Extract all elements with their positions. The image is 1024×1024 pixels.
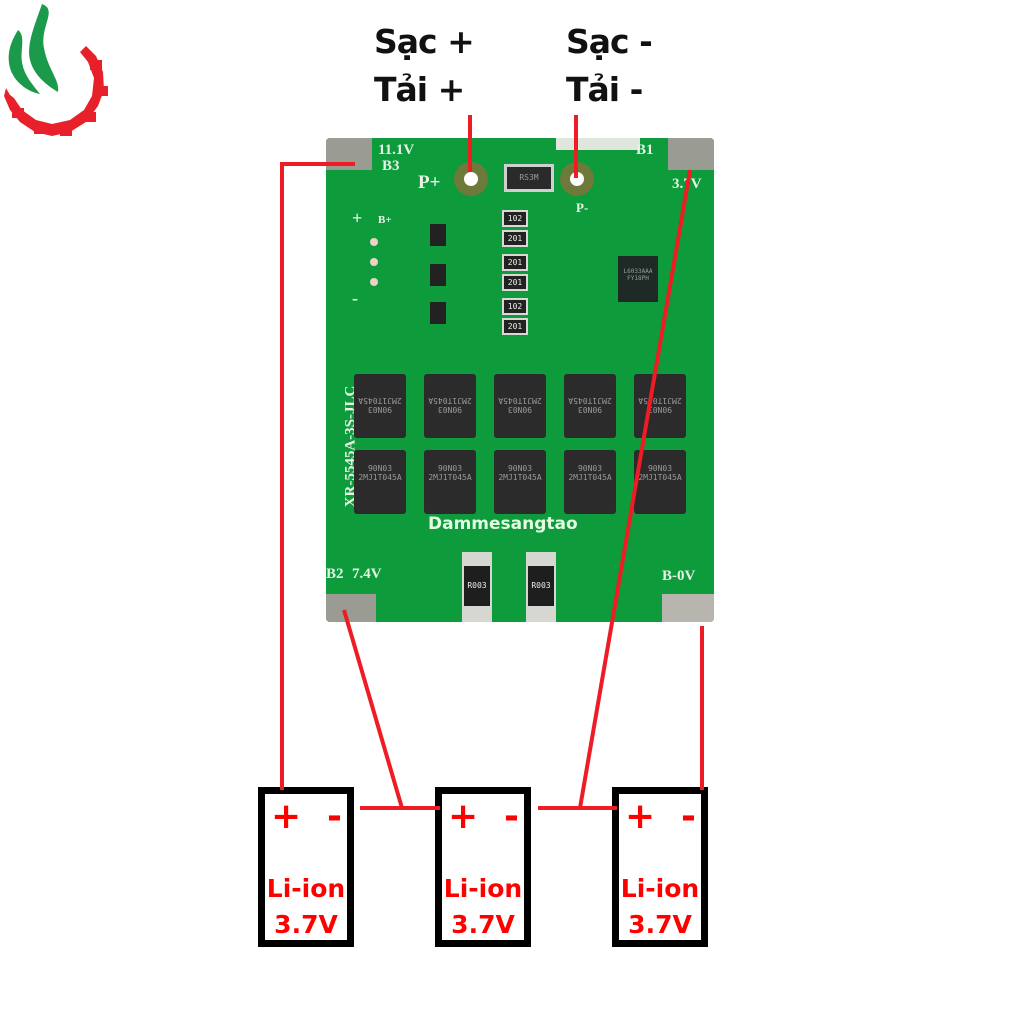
resistor-201: 201 — [502, 274, 528, 291]
mosfet-marking-2: 2MJ1T045A — [358, 473, 402, 482]
transistor — [430, 264, 446, 286]
resistor-201: 201 — [502, 318, 528, 335]
battery-type: Li-ion — [620, 874, 700, 903]
resistor-201: 201 — [502, 254, 528, 271]
battery-voltage: 3.7V — [451, 910, 515, 939]
charge-minus-label: Sạc - — [566, 22, 653, 61]
battery-plus-terminal: + — [271, 796, 302, 837]
connector-bplus-label: B+ — [378, 214, 392, 226]
battery-cell-3: + - Li-ion 3.7V — [612, 787, 708, 947]
protection-ic: L6033AAA FY18PH — [618, 256, 658, 302]
shunt-marking: R003 — [528, 566, 554, 606]
shunt-resistor: R003 — [462, 552, 492, 622]
bms-board: 11.1V B3 B1 3.7V B2 7.4V B-0V P+ P- RS3M… — [326, 138, 714, 622]
mosfet-marking-2: 2MJ1T045A — [498, 473, 542, 482]
diode-marking: RS3M — [519, 173, 539, 182]
b-minus-label: B-0V — [662, 568, 696, 584]
charge-plus-label: Sạc + — [374, 22, 475, 61]
battery-plus-terminal: + — [625, 796, 656, 837]
b1-label: B1 — [636, 142, 654, 158]
shunt-resistor: R003 — [526, 552, 556, 622]
logo — [0, 0, 115, 140]
battery-voltage: 3.7V — [628, 910, 692, 939]
b3-voltage-label: 11.1V — [378, 142, 415, 158]
mosfet-marking-1: 90N03 — [367, 464, 393, 473]
flame-gear-logo-icon — [4, 4, 108, 136]
wire-b2 — [342, 609, 404, 809]
watermark: Dammesangtao — [428, 514, 578, 534]
mosfet-marking-1: 90N03 — [507, 464, 533, 473]
resistor-102: 102 — [502, 210, 528, 227]
positive-terminal-label: Sạc + Tải + — [374, 18, 475, 114]
diode: RS3M — [504, 164, 554, 192]
negative-terminal-label: Sạc - Tải - — [566, 18, 653, 114]
load-plus-label: Tải + — [374, 70, 465, 109]
p-plus-label: P+ — [418, 172, 441, 193]
shunt-marking: R003 — [464, 566, 490, 606]
b3-label: B3 — [382, 158, 400, 174]
battery-plus-terminal: + — [448, 796, 479, 837]
mosfet-marking-1: 90N03 — [437, 464, 463, 473]
pad-b2 — [326, 594, 376, 622]
mosfet-marking-2: 2MJ1T045A — [428, 473, 472, 482]
b2-voltage-label: 7.4V — [352, 566, 382, 582]
resistor-201: 201 — [502, 230, 528, 247]
battery-minus-terminal: - — [681, 796, 696, 837]
mosfet-marking-2: 2MJ1T045A — [568, 473, 612, 482]
wire-b3 — [280, 162, 355, 790]
balance-connector — [370, 238, 380, 308]
p-minus-label: P- — [576, 200, 589, 215]
battery-type: Li-ion — [266, 874, 346, 903]
battery-type: Li-ion — [443, 874, 523, 903]
transistor — [430, 224, 446, 246]
transistor — [430, 302, 446, 324]
b2-label: B2 — [326, 566, 344, 582]
battery-minus-terminal: - — [504, 796, 519, 837]
connector-minus-label: - — [352, 288, 358, 308]
resistor-102: 102 — [502, 298, 528, 315]
battery-voltage: 3.7V — [274, 910, 338, 939]
battery-cell-2: + - Li-ion 3.7V — [435, 787, 531, 947]
mosfet-marking-1: 90N03 — [647, 464, 673, 473]
load-minus-label: Tải - — [566, 70, 643, 109]
connector-plus-label: + — [352, 208, 363, 228]
battery-cell-1: + - Li-ion 3.7V — [258, 787, 354, 947]
wire-b1 — [578, 169, 692, 809]
ic-marking-line1: L6033AAA — [623, 268, 653, 275]
pad-b-minus — [662, 594, 714, 622]
battery-minus-terminal: - — [327, 796, 342, 837]
mosfet-marking-2: 2MJ1T045A — [638, 473, 682, 482]
pad-b1 — [668, 138, 714, 170]
ic-marking-line2: FY18PH — [627, 275, 649, 282]
mosfet-marking-1: 90N03 — [577, 464, 603, 473]
